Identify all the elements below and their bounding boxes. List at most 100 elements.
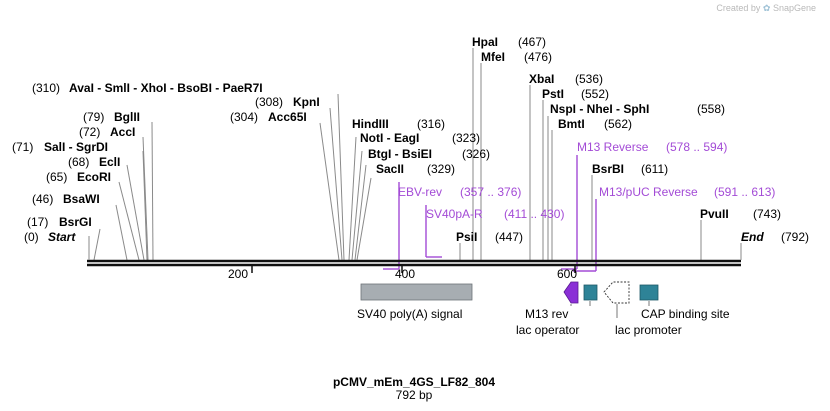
site-position: (79) — [83, 110, 104, 124]
site-nspi[interactable]: NspI - NheI - SphI (558) — [550, 102, 725, 116]
ruler: 200 400 600 — [228, 266, 577, 281]
credit-prefix: Created by — [716, 3, 761, 13]
site-name: Acc65I — [268, 110, 307, 124]
site-position: (326) — [462, 147, 490, 161]
site-psii[interactable]: PsiI (447) — [456, 230, 523, 244]
features: SV40 poly(A) signal M13 rev lac operator… — [357, 281, 730, 337]
ruler-label-400: 400 — [395, 267, 415, 281]
site-pvuii[interactable]: PvuII (743) — [700, 207, 781, 221]
site-position: (558) — [697, 102, 725, 116]
site-psti[interactable]: PstI (552) — [542, 87, 609, 101]
feature-label-lac-operator: lac operator — [516, 323, 579, 337]
site-noti[interactable]: NotI - EagI (323) — [360, 131, 480, 145]
site-position: (467) — [518, 35, 546, 49]
snapgene-credit: Created by ✿ SnapGene — [716, 3, 816, 14]
site-avai[interactable]: (310) AvaI - SmlI - XhoI - BsoBI - PaeR7… — [32, 81, 263, 95]
lac-operator-feature[interactable] — [583, 284, 598, 301]
site-name: HindIII — [352, 117, 389, 131]
site-hpai[interactable]: HpaI (467) — [472, 35, 546, 49]
primer-range: (357 .. 376) — [460, 185, 521, 199]
site-position: (611) — [641, 162, 668, 176]
primer-m13-puc-reverse[interactable]: M13/pUC Reverse (591 .. 613) — [599, 185, 775, 199]
site-position: (17) — [27, 215, 48, 229]
start-position: (0) — [24, 230, 39, 244]
site-position: (46) — [32, 192, 53, 206]
start-label: Start — [48, 230, 76, 244]
site-name: SalI - SgrDI — [44, 140, 108, 154]
site-ecli[interactable]: (68) EclI — [68, 155, 120, 169]
primer-sv40pa-r[interactable]: SV40pA-R (411 .. 430) — [426, 207, 564, 221]
primer-range: (591 .. 613) — [714, 185, 775, 199]
primer-ebv-rev[interactable]: EBV-rev (357 .. 376) — [398, 185, 521, 199]
lac-promoter-arrow-icon[interactable] — [603, 281, 630, 304]
snapgene-logo-icon: ✿ — [762, 3, 771, 13]
site-position: (71) — [12, 140, 33, 154]
site-position: (476) — [524, 50, 552, 64]
site-bsrgi[interactable]: (17) BsrGI — [27, 215, 92, 229]
primer-name: SV40pA-R — [426, 207, 483, 221]
site-name: EcoRI — [77, 170, 111, 184]
site-position: (304) — [230, 110, 258, 124]
site-bglii[interactable]: (79) BglII — [83, 110, 140, 124]
site-name: HpaI — [472, 35, 498, 49]
site-name: XbaI — [529, 72, 554, 86]
site-position: (562) — [604, 117, 632, 131]
site-name: BsaWI — [63, 192, 100, 206]
end-position: (792) — [781, 230, 809, 244]
cap-binding-site-feature[interactable] — [639, 284, 659, 301]
site-sali[interactable]: (71) SalI - SgrDI — [12, 140, 108, 154]
site-name: BsrBI — [592, 162, 624, 176]
primer-name: M13 Reverse — [577, 140, 649, 154]
site-name: KpnI — [293, 95, 320, 109]
site-name: AccI — [110, 125, 135, 139]
site-position: (743) — [753, 207, 781, 221]
site-mfei[interactable]: MfeI (476) — [481, 50, 552, 64]
primer-m13-reverse[interactable]: M13 Reverse (578 .. 594) — [577, 140, 727, 154]
site-hindiii[interactable]: HindIII (316) — [352, 117, 445, 131]
site-bsrbi[interactable]: BsrBI (611) — [592, 162, 668, 176]
site-name: NotI - EagI — [360, 131, 419, 145]
site-position: (310) — [32, 81, 60, 95]
site-position: (447) — [495, 230, 523, 244]
feature-label-sv40: SV40 poly(A) signal — [357, 307, 462, 321]
site-position: (72) — [79, 125, 100, 139]
site-name: EclI — [99, 155, 120, 169]
site-ecori[interactable]: (65) EcoRI — [46, 170, 111, 184]
site-name: BmtI — [558, 117, 585, 131]
site-acc65i[interactable]: (304) Acc65I — [230, 110, 307, 124]
site-name: AvaI - SmlI - XhoI - BsoBI - PaeR7I — [69, 81, 263, 95]
primer-labels: EBV-rev (357 .. 376) SV40pA-R (411 .. 43… — [398, 140, 775, 221]
site-xbai[interactable]: XbaI (536) — [529, 72, 603, 86]
site-name: NspI - NheI - SphI — [550, 102, 649, 116]
site-leader-lines — [93, 48, 702, 261]
site-bmti[interactable]: BmtI (562) — [558, 117, 632, 131]
primer-name: EBV-rev — [398, 185, 442, 199]
site-bsawi[interactable]: (46) BsaWI — [32, 192, 100, 206]
sv40-polya-feature[interactable] — [360, 283, 473, 301]
site-name: PvuII — [700, 207, 729, 221]
site-acci[interactable]: (72) AccI — [79, 125, 135, 139]
site-position: (536) — [575, 72, 603, 86]
ruler-label-600: 600 — [557, 267, 577, 281]
site-name: SacII — [376, 162, 404, 176]
site-kpni[interactable]: (308) KpnI — [255, 95, 320, 109]
m13-rev-arrow-icon[interactable] — [563, 281, 579, 304]
site-position: (68) — [68, 155, 89, 169]
plasmid-name: pCMV_mEm_4GS_LF82_804 — [333, 375, 495, 389]
site-sacii[interactable]: SacII (329) — [376, 162, 455, 176]
ruler-label-200: 200 — [228, 267, 248, 281]
site-name: PstI — [542, 87, 564, 101]
dna-backbone — [87, 236, 742, 267]
site-position: (329) — [427, 162, 455, 176]
primer-name: M13/pUC Reverse — [599, 185, 698, 199]
site-name: BglII — [114, 110, 140, 124]
site-btgi[interactable]: BtgI - BsiEI (326) — [368, 147, 490, 161]
site-position: (65) — [46, 170, 67, 184]
primer-range: (411 .. 430) — [504, 207, 564, 221]
end-labels: (0) Start End (792) — [24, 230, 809, 244]
feature-label-cap-site: CAP binding site — [641, 307, 730, 321]
feature-label-m13-rev: M13 rev — [525, 307, 568, 321]
feature-label-lac-promoter: lac promoter — [615, 323, 682, 337]
credit-brand: SnapGene — [772, 3, 816, 13]
